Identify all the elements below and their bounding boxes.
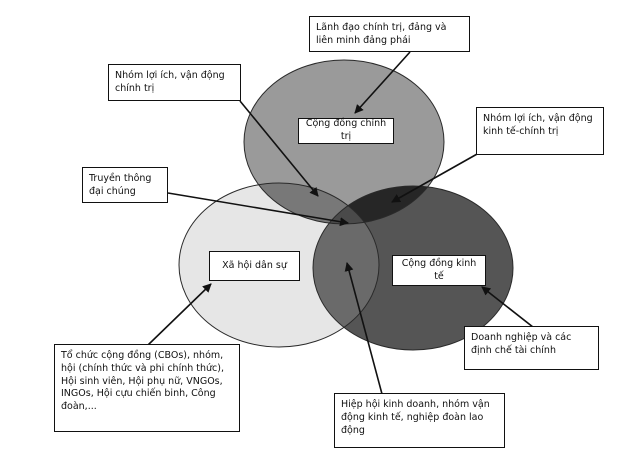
arrow-mass-media: [167, 192, 349, 227]
arrow-party-leaders: [354, 51, 411, 114]
callout-business-associations: Hiệp hội kinh doanh, nhóm vận động kinh …: [334, 393, 505, 448]
arrow-political-interest-groups: [239, 100, 319, 197]
economic-community-outline: [312, 185, 514, 351]
civil-society-label: Xã hội dân sự: [209, 251, 300, 281]
arrow-economic-political-interest-groups: [391, 148, 487, 203]
arrow-business-associations: [344, 262, 383, 395]
callout-political-interest-groups: Nhóm lợi ích, vận động chính trị: [108, 64, 241, 101]
economic-community-label: Cộng đồng kinh tế: [392, 255, 486, 286]
arrow-business-finance: [481, 286, 539, 332]
callout-civil-organizations: Tổ chức cộng đồng (CBOs), nhóm, hội (chí…: [54, 344, 240, 432]
callout-party-leaders: Lãnh đạo chính trị, đảng và liên minh đả…: [309, 16, 470, 52]
political-community-label: Cộng đồng chính trị: [298, 118, 394, 144]
callout-business-finance: Doanh nghiệp và các định chế tài chính: [464, 326, 599, 370]
callout-economic-political-interest-groups: Nhóm lợi ích, vận động kinh tế-chính trị: [476, 107, 604, 155]
callout-mass-media: Truyền thông đại chúng: [82, 167, 168, 203]
civil-society-outline: [178, 182, 380, 348]
arrow-civil-organizations: [147, 283, 212, 346]
